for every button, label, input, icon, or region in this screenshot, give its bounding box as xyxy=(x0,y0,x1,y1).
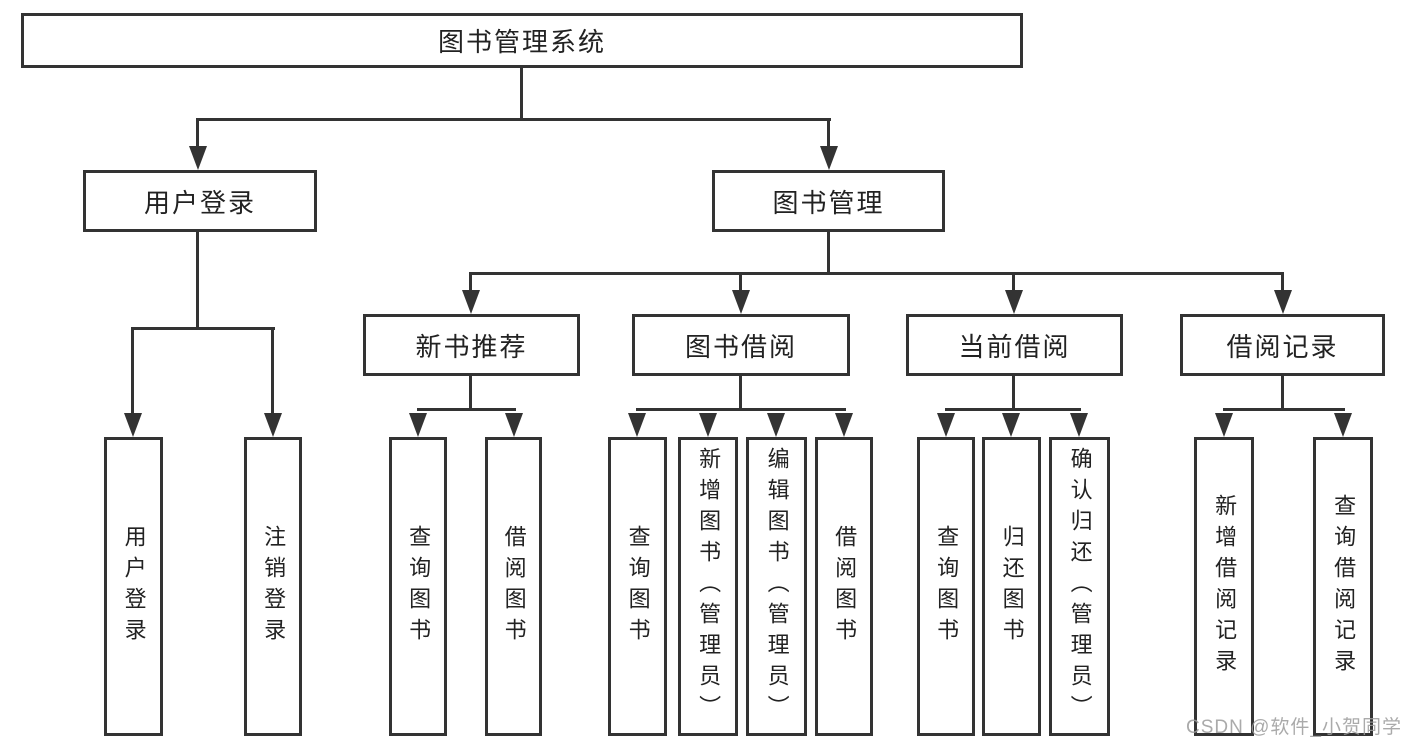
leaf-return-books: 归还图书 xyxy=(982,437,1041,736)
leaf-confirm-return-admin-label: 确认归还（管理员） xyxy=(1067,447,1093,726)
node-book-management-label: 图书管理 xyxy=(772,187,885,218)
arrowhead-icon xyxy=(409,413,427,437)
leaf-borrow-books-recommend: 借阅图书 xyxy=(485,437,542,736)
connector-line-v xyxy=(271,330,274,415)
leaf-edit-books-admin: 编辑图书（管理员） xyxy=(746,437,807,736)
arrowhead-icon xyxy=(189,146,207,170)
node-book-borrowing: 图书借阅 xyxy=(632,314,850,376)
leaf-query-books-borrow: 查询图书 xyxy=(608,437,667,736)
connector-line-v xyxy=(739,375,742,411)
leaf-query-books-current: 查询图书 xyxy=(917,437,975,736)
leaf-logout-label: 注销登录 xyxy=(261,524,287,649)
connector-line-v xyxy=(520,68,523,118)
leaf-add-books-admin: 新增图书（管理员） xyxy=(678,437,738,736)
arrowhead-icon xyxy=(699,413,717,437)
connector-line-h xyxy=(945,408,1081,411)
csdn-watermark: CSDN @软件_小贺同学 xyxy=(1186,717,1402,738)
arrowhead-icon xyxy=(937,413,955,437)
arrowhead-icon xyxy=(835,413,853,437)
arrowhead-icon xyxy=(1274,290,1292,314)
arrowhead-icon xyxy=(462,290,480,314)
arrowhead-icon xyxy=(732,290,750,314)
arrowhead-icon xyxy=(505,413,523,437)
connector-line-h xyxy=(469,272,1284,275)
root-node-library-system: 图书管理系统 xyxy=(21,13,1023,68)
node-book-borrowing-label: 图书借阅 xyxy=(684,331,797,362)
connector-line-h xyxy=(1223,408,1345,411)
leaf-logout: 注销登录 xyxy=(244,437,302,736)
arrowhead-icon xyxy=(1002,413,1020,437)
leaf-query-borrow-record: 查询借阅记录 xyxy=(1313,437,1373,736)
connector-line-v xyxy=(131,330,134,415)
connector-line-v xyxy=(196,231,199,329)
leaf-query-books-recommend-label: 查询图书 xyxy=(406,524,432,649)
connector-line-v xyxy=(1012,375,1015,411)
connector-line-h xyxy=(636,408,846,411)
leaf-confirm-return-admin: 确认归还（管理员） xyxy=(1049,437,1110,736)
connector-line-v xyxy=(1281,375,1284,411)
connector-line-h xyxy=(131,327,275,330)
leaf-query-books-borrow-label: 查询图书 xyxy=(625,524,651,649)
arrowhead-icon xyxy=(1334,413,1352,437)
root-node-label: 图书管理系统 xyxy=(437,27,606,57)
node-borrow-records-label: 借阅记录 xyxy=(1226,331,1339,362)
leaf-add-borrow-record-label: 新增借阅记录 xyxy=(1212,493,1238,680)
leaf-borrow-books-borrow: 借阅图书 xyxy=(815,437,873,736)
connector-line-v xyxy=(827,231,830,275)
leaf-return-books-label: 归还图书 xyxy=(999,524,1025,649)
node-borrow-records: 借阅记录 xyxy=(1180,314,1385,376)
node-current-borrowing: 当前借阅 xyxy=(906,314,1123,376)
arrowhead-icon xyxy=(767,413,785,437)
leaf-edit-books-admin-label: 编辑图书（管理员） xyxy=(764,447,790,726)
leaf-add-books-admin-label: 新增图书（管理员） xyxy=(696,447,722,726)
node-user-login: 用户登录 xyxy=(83,170,317,232)
connector-line-h xyxy=(417,408,516,411)
arrowhead-icon xyxy=(820,146,838,170)
leaf-borrow-books-recommend-label: 借阅图书 xyxy=(501,524,527,649)
leaf-query-books-recommend: 查询图书 xyxy=(389,437,447,736)
node-user-login-label: 用户登录 xyxy=(143,187,256,218)
connector-line-v xyxy=(469,375,472,411)
leaf-query-borrow-record-label: 查询借阅记录 xyxy=(1331,493,1357,680)
arrowhead-icon xyxy=(1005,290,1023,314)
node-book-management: 图书管理 xyxy=(712,170,945,232)
connector-line-v xyxy=(739,275,742,291)
leaf-borrow-books-borrow-label: 借阅图书 xyxy=(832,524,858,649)
connector-line-v xyxy=(469,275,472,291)
leaf-user-login-label: 用户登录 xyxy=(121,524,147,649)
connector-line-v xyxy=(1012,275,1015,291)
leaf-query-books-current-label: 查询图书 xyxy=(934,524,960,649)
connector-line-v xyxy=(827,118,830,148)
arrowhead-icon xyxy=(124,413,142,437)
node-current-borrowing-label: 当前借阅 xyxy=(958,331,1071,362)
leaf-user-login: 用户登录 xyxy=(104,437,163,736)
connector-line-v xyxy=(196,118,199,148)
leaf-add-borrow-record: 新增借阅记录 xyxy=(1194,437,1254,736)
node-new-book-recommend-label: 新书推荐 xyxy=(415,331,528,362)
connector-line-h xyxy=(197,118,831,121)
connector-line-v xyxy=(1281,275,1284,291)
arrowhead-icon xyxy=(1070,413,1088,437)
arrowhead-icon xyxy=(628,413,646,437)
node-new-book-recommend: 新书推荐 xyxy=(363,314,580,376)
arrowhead-icon xyxy=(1215,413,1233,437)
arrowhead-icon xyxy=(264,413,282,437)
